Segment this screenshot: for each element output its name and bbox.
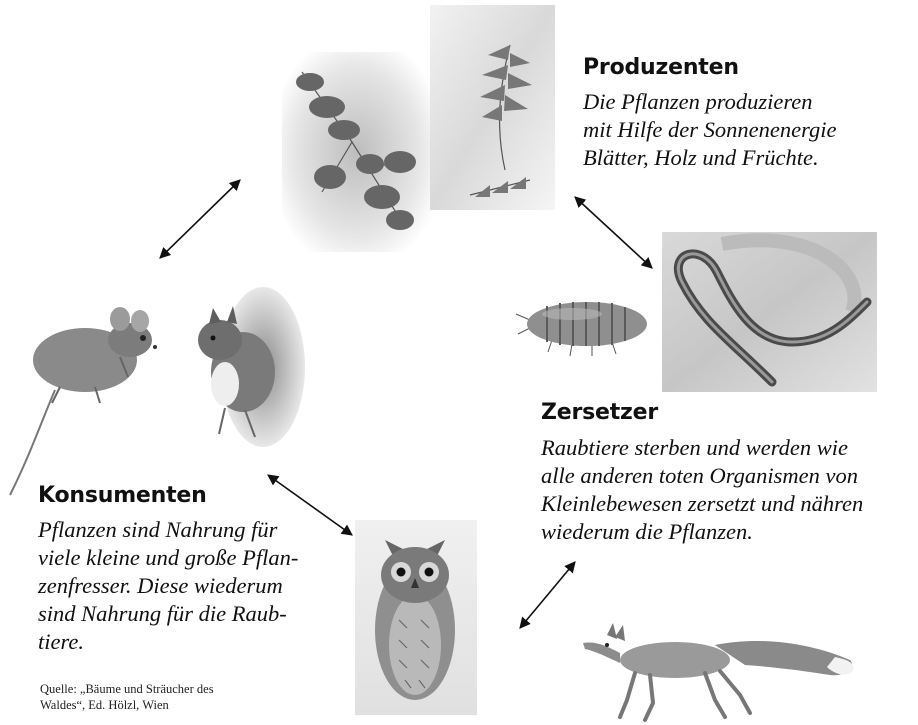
producers-description-line: mit Hilfe der Sonnenenergie xyxy=(583,116,836,144)
arrow-producers-decomposers xyxy=(575,197,652,268)
consumers-description-line: sind Nahrung für die Raub- xyxy=(38,600,298,628)
producers-description: Die Pflanzen produzieren mit Hilfe der S… xyxy=(583,88,836,172)
consumers-description-line: Pflanzen sind Nahrung für xyxy=(38,516,298,544)
source-line: Quelle: „Bäume und Sträucher des xyxy=(40,681,214,697)
producers-description-line: Die Pflanzen produzieren xyxy=(583,88,836,116)
consumers-heading: Konsumenten xyxy=(38,483,207,508)
decomposers-description: Raubtiere sterben und werden wie alle an… xyxy=(541,434,863,546)
decomposers-description-line: Raubtiere sterben und werden wie xyxy=(541,434,863,462)
decomposers-description-line: alle anderen toten Organismen von xyxy=(541,462,863,490)
consumers-description-line: viele kleine und große Pflan- xyxy=(38,544,298,572)
source-citation: Quelle: „Bäume und Sträucher des Waldes“… xyxy=(40,681,214,713)
consumers-description-line: tiere. xyxy=(38,628,298,656)
arrow-owl-decomposers xyxy=(520,562,575,628)
source-line: Waldes“, Ed. Hölzl, Wien xyxy=(40,697,214,713)
decomposers-description-line: wiederum die Pflanzen. xyxy=(541,518,863,546)
decomposers-heading: Zersetzer xyxy=(541,400,658,425)
producers-heading: Produzenten xyxy=(583,55,739,80)
consumers-description: Pflanzen sind Nahrung für viele kleine u… xyxy=(38,516,298,656)
arrow-producers-consumers xyxy=(160,180,240,258)
decomposers-description-line: Kleinlebewesen zersetzt und nähren xyxy=(541,490,863,518)
producers-description-line: Blätter, Holz und Früchte. xyxy=(583,144,836,172)
consumers-description-line: zenfresser. Diese wiederum xyxy=(38,572,298,600)
